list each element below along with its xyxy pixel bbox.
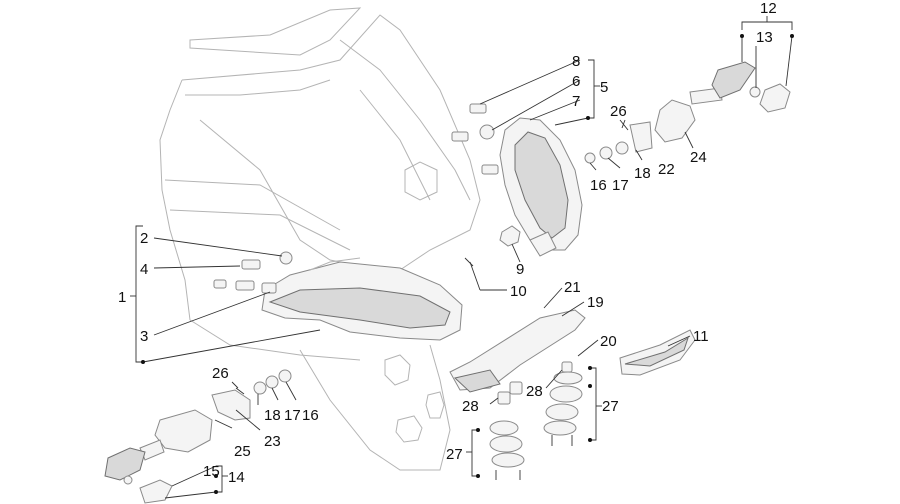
callout-15: 15 [203, 463, 220, 480]
callout-27-left: 27 [446, 446, 463, 463]
callout-24: 24 [690, 149, 707, 166]
plate-holder-19 [449, 309, 586, 393]
reflector-11 [619, 329, 696, 376]
callout-26-left: 26 [212, 365, 229, 382]
callout-25: 25 [234, 443, 251, 460]
callout-16-right: 16 [590, 177, 607, 194]
callout-20: 20 [600, 333, 617, 350]
callout-22: 22 [658, 161, 675, 178]
bracket-dots [141, 34, 794, 494]
callout-21: 21 [564, 279, 581, 296]
callout-5: 5 [600, 79, 608, 96]
left-turn-indicator [104, 389, 251, 504]
callout-3: 3 [140, 328, 148, 345]
leader-lines [142, 35, 793, 499]
callout-13: 13 [756, 29, 773, 46]
callout-10: 10 [510, 283, 527, 300]
callout-2: 2 [140, 230, 148, 247]
rear-body-outline [159, 7, 481, 471]
right-bulbs [451, 103, 499, 175]
callout-18-right: 18 [634, 165, 651, 182]
callout-28-right: 28 [526, 383, 543, 400]
callout-6: 6 [572, 73, 580, 90]
callout-19: 19 [587, 294, 604, 311]
group-brackets [130, 16, 793, 493]
left-tail-light [261, 257, 463, 341]
right-tail-light [499, 117, 583, 251]
callout-18-left: 18 [264, 407, 281, 424]
callout-12: 12 [760, 0, 777, 17]
plate-light-parts [489, 361, 583, 480]
callout-8: 8 [572, 53, 580, 70]
callout-17-left: 17 [284, 407, 301, 424]
callout-1: 1 [118, 289, 126, 306]
callout-26-right: 26 [610, 103, 627, 120]
bracket-9 [464, 225, 557, 267]
callout-7: 7 [572, 93, 580, 110]
callout-11: 11 [693, 328, 709, 345]
callout-4: 4 [140, 261, 148, 278]
right-turn-indicator [629, 61, 791, 153]
left-bulbs [213, 251, 293, 294]
callout-labels: 1 2 3 4 5 6 7 8 9 10 11 12 13 14 15 16 1… [118, 0, 777, 486]
callout-9: 9 [516, 261, 524, 278]
callout-23: 23 [264, 433, 281, 450]
callout-14: 14 [228, 469, 245, 486]
callout-17-right: 17 [612, 177, 629, 194]
callout-28-left: 28 [462, 398, 479, 415]
callout-16-left: 16 [302, 407, 319, 424]
callout-27-right: 27 [602, 398, 619, 415]
